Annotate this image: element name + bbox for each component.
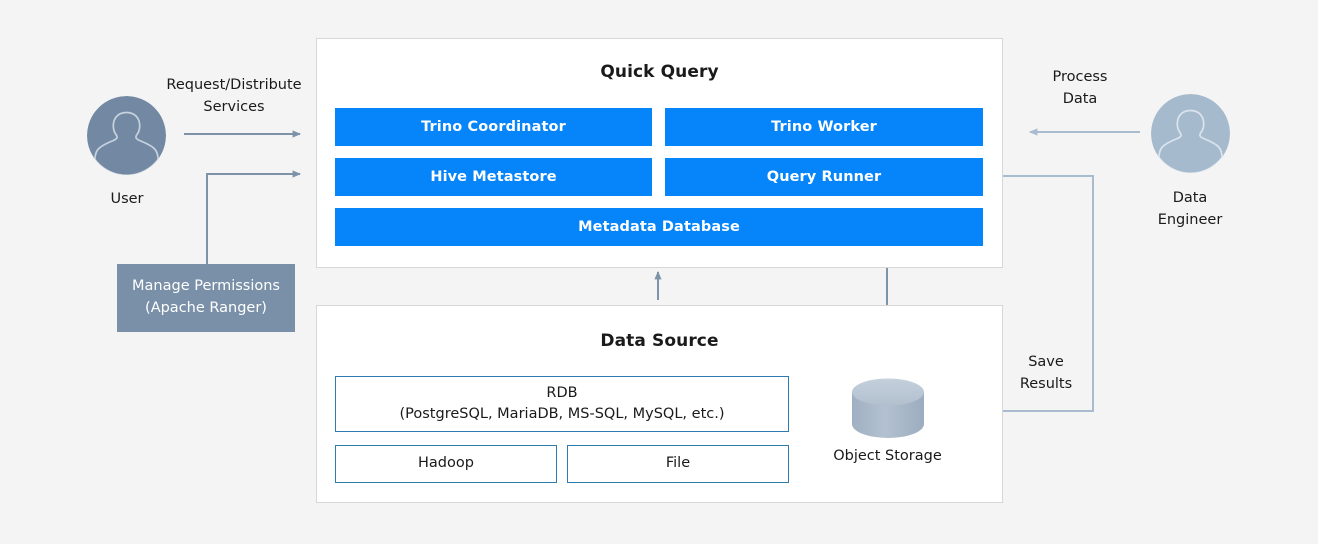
user-label: User xyxy=(110,191,144,207)
chip-hive-metastore[interactable]: Hive Metastore xyxy=(335,158,652,196)
label-request-distribute-services: Request/Distribute Services xyxy=(166,77,302,116)
manage-permissions-line1: Manage Permissions xyxy=(132,278,280,295)
arrow-manage-permissions xyxy=(206,170,301,264)
user-avatar-svg xyxy=(87,96,166,175)
chip-metadata-database[interactable]: Metadata Database xyxy=(335,208,983,246)
object-storage-label: Object Storage xyxy=(833,448,942,464)
source-box-rdb-line1: RDB xyxy=(546,384,578,401)
chip-query-runner[interactable]: Query Runner xyxy=(665,158,983,196)
manage-permissions-line2: (Apache Ranger) xyxy=(145,300,267,316)
data-engineer-avatar-icon xyxy=(1151,94,1230,173)
label-process-data: Process Data xyxy=(1052,69,1108,108)
source-box-rdb-line2: (PostgreSQL, MariaDB, MS-SQL, MySQL, etc… xyxy=(399,406,725,422)
source-box-hadoop-label: Hadoop xyxy=(418,455,474,472)
data-source-title: Data Source xyxy=(600,331,719,351)
source-box-file[interactable]: File xyxy=(567,445,789,483)
source-box-hadoop[interactable]: Hadoop xyxy=(335,445,557,483)
chip-trino-worker[interactable]: Trino Worker xyxy=(665,108,983,146)
source-box-file-label: File xyxy=(665,455,691,472)
source-box-rdb[interactable]: RDB (PostgreSQL, MariaDB, MS-SQL, MySQL,… xyxy=(335,376,789,432)
data-engineer-avatar-svg xyxy=(1151,94,1230,173)
data-engineer-label: Data Engineer xyxy=(1157,190,1223,229)
manage-permissions-box[interactable]: Manage Permissions (Apache Ranger) xyxy=(117,264,295,332)
database-cylinder-icon xyxy=(848,378,928,440)
label-save-results: Save Results xyxy=(1019,354,1073,393)
object-storage-svg xyxy=(852,378,924,438)
chip-trino-coordinator[interactable]: Trino Coordinator xyxy=(335,108,652,146)
user-avatar-icon xyxy=(87,96,166,175)
quick-query-title: Quick Query xyxy=(600,62,719,82)
